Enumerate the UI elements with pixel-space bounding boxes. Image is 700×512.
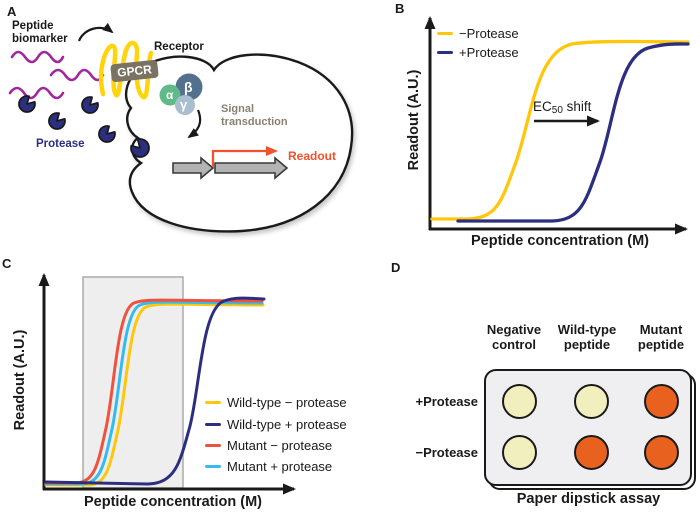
protease-icon <box>48 112 66 130</box>
d-col-header-line: Mutant <box>639 322 683 337</box>
d-col-header-mutant-peptide: Mutant peptide <box>621 322 700 352</box>
g-protein-beta-letter: β <box>184 79 193 95</box>
b-curve-minus-protease <box>430 39 690 221</box>
c-legend-swatch-wt-plus <box>205 422 221 427</box>
b-legend-item-minus-protease: −Protease <box>437 26 519 41</box>
d-col-header-line: Wild-type <box>557 322 617 337</box>
d-row-label-minus-protease: −Protease <box>415 445 478 460</box>
peptide-wave-icon <box>49 68 105 82</box>
readout-label: Readout <box>288 149 336 163</box>
gene-arrow <box>214 156 289 180</box>
ec50-subscript: 50 <box>551 105 563 116</box>
cell-outline <box>124 53 354 233</box>
g-protein-gamma <box>175 95 195 115</box>
c-legend-item-wt-plus: Wild-type + protease <box>205 417 347 432</box>
signal-transduction-arrow <box>187 109 202 139</box>
b-legend-swatch-minus <box>437 31 453 36</box>
well-plus-negative <box>502 384 537 419</box>
protease-icon <box>98 125 116 143</box>
gpcr-helix-icon <box>98 40 154 100</box>
c-legend-item-wt-minus: Wild-type − protease <box>205 395 347 410</box>
d-col-header-wildtype-peptide: Wild-type peptide <box>547 322 627 352</box>
protease-icon <box>130 138 150 158</box>
g-protein-beta <box>175 73 203 101</box>
b-legend-swatch-plus <box>437 50 453 55</box>
b-x-axis-label: Peptide concentration (M) <box>470 233 650 249</box>
panel-b-label: B <box>395 1 405 16</box>
c-legend-swatch-wt-minus <box>205 400 221 405</box>
dipstick-caption: Paper dipstick assay <box>516 491 661 507</box>
peptide-biomarker-label-line1: Peptide <box>12 20 54 32</box>
well-plus-wildtype <box>574 384 609 419</box>
signal-label-line1: Signal <box>221 103 255 115</box>
c-legend-label-wt-minus: Wild-type − protease <box>227 395 347 410</box>
d-row-label-plus-protease: +Protease <box>415 394 478 409</box>
d-col-header-line: Negative <box>486 322 542 337</box>
receptor-label: Receptor <box>154 41 204 53</box>
c-curve-wildtype-minus <box>44 302 265 487</box>
signal-label-line2: transduction <box>221 115 288 128</box>
b-legend-label-minus: −Protease <box>459 26 519 41</box>
g-protein-alpha <box>159 84 181 106</box>
ec50-suffix: shift <box>562 99 592 114</box>
g-protein-alpha-letter: α <box>166 88 174 102</box>
panel-c-chart <box>38 273 296 495</box>
gene-arrow <box>172 156 215 180</box>
c-legend-label-mut-plus: Mutant + protease <box>227 459 333 474</box>
peptide-wave-icon <box>8 86 65 100</box>
protease-icon <box>81 96 99 114</box>
b-y-axis-label: Readout (A.U.) <box>406 69 422 171</box>
panel-a-label: A <box>7 4 17 19</box>
signal-transduction-label: Signal transduction <box>221 103 288 128</box>
peptide-wave-icon <box>10 50 65 64</box>
ec50-shift-label: EC50 shift <box>533 99 592 116</box>
ec50-prefix: EC <box>533 99 552 114</box>
c-y-axis-label: Readout (A.U.) <box>12 329 28 431</box>
d-col-header-line: peptide <box>637 337 685 352</box>
protease-icon <box>18 95 36 113</box>
panel-a-schematic <box>8 22 354 233</box>
b-legend-item-plus-protease: +Protease <box>437 45 519 60</box>
biomarker-to-receptor-arrow <box>77 22 114 42</box>
g-protein-gamma-letter: γ <box>180 97 188 112</box>
c-legend-label-wt-plus: Wild-type + protease <box>227 417 347 432</box>
panel-b-chart <box>424 16 690 235</box>
protease-label: Protease <box>36 138 85 150</box>
c-legend-label-mut-minus: Mutant − protease <box>227 438 333 453</box>
well-plus-mutant <box>644 384 679 419</box>
c-legend-item-mut-minus: Mutant − protease <box>205 438 332 453</box>
d-col-header-negative-control: Negative control <box>474 322 554 352</box>
peptide-biomarker-label: Peptide biomarker <box>12 20 68 45</box>
c-curve-wildtype-plus <box>44 296 266 486</box>
well-minus-negative <box>502 435 537 470</box>
c-curve-mutant-plus <box>44 300 264 486</box>
well-minus-wildtype <box>574 435 609 470</box>
b-legend-label-plus: +Protease <box>459 45 519 60</box>
panel-c-label: C <box>2 256 12 271</box>
c-curve-mutant-minus <box>44 298 264 485</box>
d-col-header-line: peptide <box>563 337 611 352</box>
readout-arrow <box>211 146 278 167</box>
c-legend-swatch-mut-minus <box>205 443 221 448</box>
d-col-header-line: control <box>491 337 537 352</box>
panel-d-label: D <box>391 260 401 275</box>
c-legend-swatch-mut-plus <box>205 464 221 469</box>
peptide-biomarker-label-line2: biomarker <box>12 32 68 45</box>
c-legend-item-mut-plus: Mutant + protease <box>205 459 332 474</box>
well-minus-mutant <box>644 435 679 470</box>
b-curve-plus-protease <box>456 42 690 223</box>
c-x-axis-label: Peptide concentration (M) <box>83 494 263 510</box>
